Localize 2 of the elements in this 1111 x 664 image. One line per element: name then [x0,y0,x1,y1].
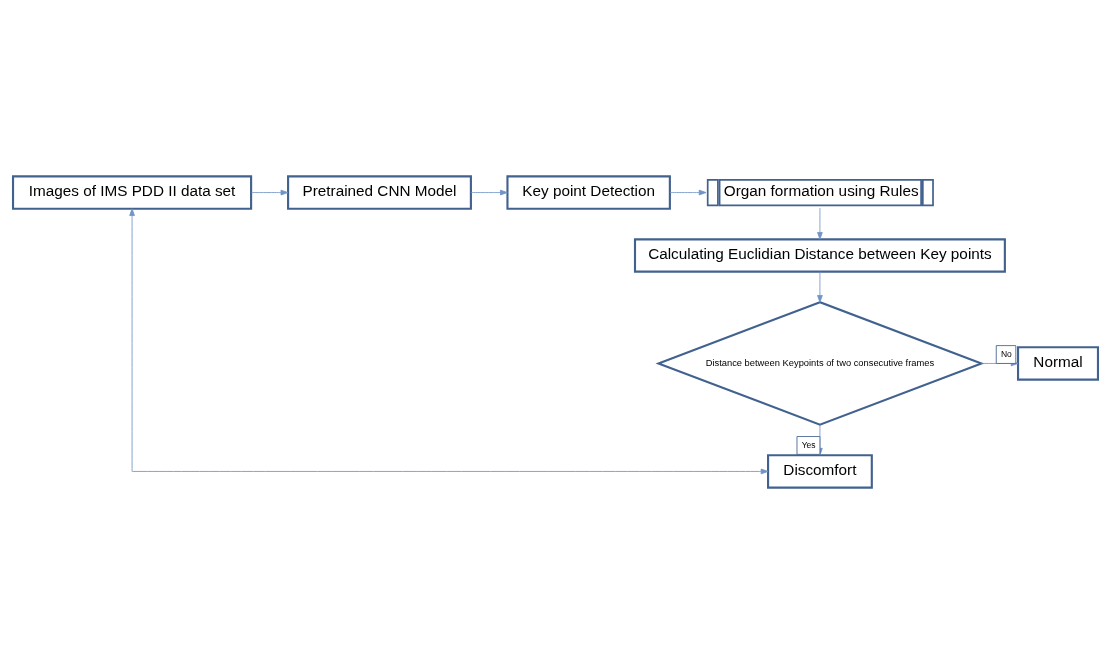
edge-label: No [1000,349,1012,360]
edge-label: Yes [801,440,816,450]
